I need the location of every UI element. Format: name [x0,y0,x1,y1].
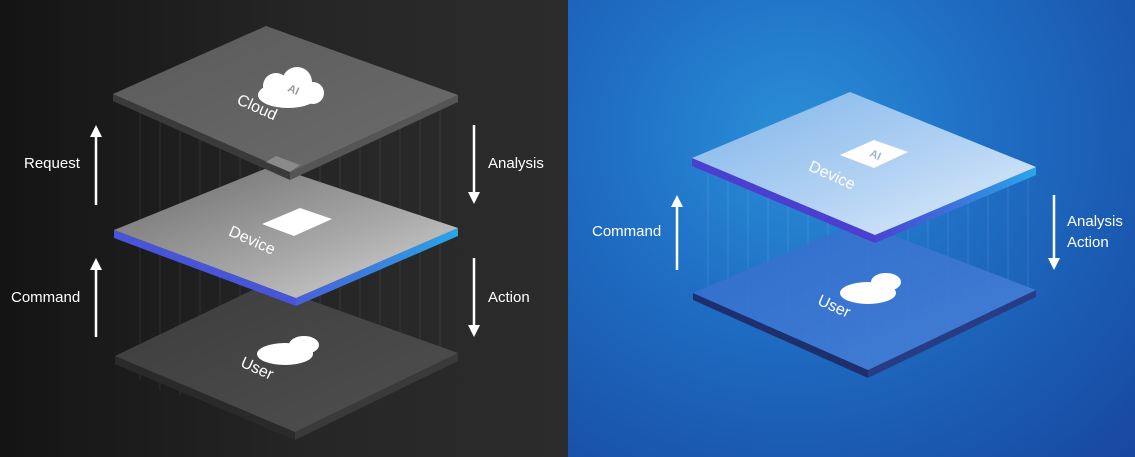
left-request-arrow [90,125,102,205]
right-command-arrow [671,195,683,270]
left-analysis-label: Analysis [488,155,544,172]
right-panel-device-user: User AI Device Co [568,0,1135,457]
left-action-arrow [468,258,480,337]
left-device-layer: Device [114,166,458,306]
right-device-chip-label: AI [868,148,883,163]
left-user-layer: User [115,284,458,440]
left-analysis-arrow [468,125,480,204]
left-command-arrow [90,258,102,337]
right-action-label: Action [1067,234,1109,251]
right-device-chip-icon [840,140,908,168]
left-cloud-layer: AI Cloud [113,26,458,180]
left-cloud-chip-label: AI [286,83,301,98]
left-request-label: Request [24,155,80,172]
right-analysis-action-arrow [1048,195,1060,270]
right-analysis-label: Analysis [1067,213,1123,230]
left-command-label: Command [11,289,81,306]
right-user-layer: User [693,222,1036,378]
right-user-icon [840,273,901,304]
left-panel-cloud-device-user: User Device [0,0,568,457]
left-layer-stack: User Device [90,26,480,440]
left-cloud-icon [258,67,324,108]
left-device-chip-icon [262,208,332,236]
left-action-label: Action [488,289,530,306]
left-cloud-corner-chip [266,156,300,172]
left-user-icon [257,336,319,365]
right-layer-stack: User AI Device [671,92,1060,378]
right-command-label: Command [592,223,662,240]
right-device-layer: AI Device [692,92,1036,243]
